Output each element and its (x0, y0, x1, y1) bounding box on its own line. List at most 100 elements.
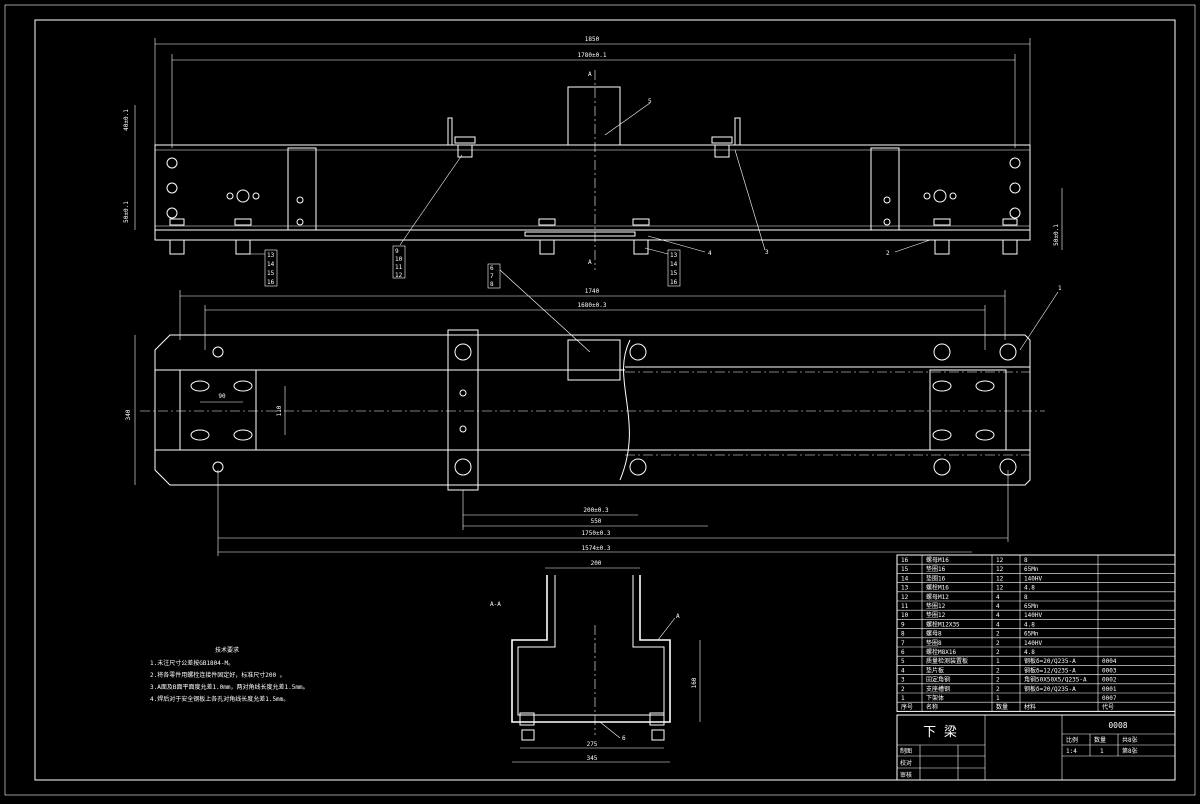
dim-left-v2: 50±0.1 (123, 201, 130, 223)
bom-cell: 垫圈16 (926, 574, 946, 582)
qty-label: 数量 (1094, 736, 1106, 744)
dim-section-top: 200 (591, 560, 602, 567)
bom-cell: 65Mn (1024, 631, 1039, 638)
bom-cell: 65Mn (1024, 603, 1039, 610)
bom-cell: 15 (901, 566, 909, 573)
svg-text:16: 16 (670, 279, 678, 286)
drawn-label: 制图 (900, 747, 912, 755)
dim-plan-holes: 1680±0.3 (578, 302, 607, 309)
callout-2: 2 (886, 250, 890, 257)
bom-cell: 14 (901, 575, 909, 582)
callout-stack-right: 13 14 15 16 (667, 249, 681, 287)
section-label: A-A (490, 601, 501, 608)
bom-cell: 螺母8 (926, 630, 942, 638)
bom-cell: 2 (996, 631, 1000, 638)
bom-cell: 7 (901, 640, 905, 647)
bom-cell: 螺母M12 (926, 593, 949, 601)
section-view-aa: A-A 200 160 275 345 6 A (490, 560, 701, 763)
bom-cell: 0002 (1102, 677, 1117, 684)
bom-cell: 4.8 (1024, 585, 1035, 592)
svg-text:15: 15 (267, 270, 275, 277)
dim-overall-length: 1850 (585, 36, 600, 43)
bom-cell: 4 (996, 594, 1000, 601)
outer-border (4, 4, 1196, 796)
bom-cell: 65Mn (1024, 566, 1039, 573)
bom-cell: 9 (901, 621, 905, 628)
cross-plate (447, 329, 479, 491)
dim-section-outer: 345 (587, 755, 598, 762)
dim-200: 200±0.3 (583, 507, 609, 514)
bom-cell: 固定角钢 (926, 676, 950, 684)
bom-cell: 8 (1024, 594, 1028, 601)
bom-cell: 10 (901, 612, 909, 619)
bom-cell: 2 (901, 686, 905, 693)
callout-stack-left: 9 10 11 12 (392, 245, 406, 279)
bom-cell: 12 (996, 585, 1004, 592)
bom-cell: 2 (996, 649, 1000, 656)
bom-cell: 4 (996, 612, 1000, 619)
bom-cell: 螺母M16 (926, 556, 949, 564)
qty-value: 1 (1100, 748, 1104, 755)
callout-4: 4 (708, 250, 712, 257)
callout-A: A (676, 613, 680, 620)
scale-value: 1:4 (1066, 748, 1077, 755)
bom-header-cell: 代号 (1102, 703, 1114, 711)
bom-cell: 角钢50X50X5/Q235-A (1024, 676, 1087, 684)
bom-cell: 11 (901, 603, 909, 610)
bom-cell: 4 (901, 667, 905, 674)
bom-header-cell: 材料 (1024, 703, 1036, 711)
bom-cell: 12 (996, 575, 1004, 582)
dim-plan-width: 340 (125, 409, 132, 420)
svg-text:12: 12 (395, 272, 403, 279)
front-view: 1850 1780±0.1 A A (123, 36, 1063, 287)
bom-cell: 12 (996, 557, 1004, 564)
dim-section-inner: 275 (587, 741, 598, 748)
bom-cell: 钢板δ=20/Q235-A (1024, 685, 1076, 693)
svg-text:7: 7 (490, 273, 494, 280)
callout-stack-mid: 13 14 15 16 (264, 249, 278, 287)
bom-cell: 12 (901, 594, 909, 601)
tech-notes-title: 技术要求 (215, 646, 239, 654)
svg-text:14: 14 (670, 261, 678, 268)
dim-section-height: 160 (691, 677, 698, 688)
tech-note-3: 3.A面及B面平面度允差1.0mm，两对角线长度允差1.5mm。 (150, 683, 309, 691)
bom-cell: 4 (996, 603, 1000, 610)
bom-cell: 140HV (1024, 612, 1042, 619)
dim-550: 550 (591, 518, 602, 525)
bom-cell: 垫圈8 (926, 639, 942, 647)
plate-item-5 (567, 86, 621, 146)
inner-frame (34, 19, 1176, 781)
bom-header-cell: 数量 (996, 703, 1008, 711)
bom-cell: 垫圈12 (926, 611, 946, 619)
drawing-code: 0008 (1108, 721, 1127, 730)
callout-6: 6 (622, 735, 626, 742)
svg-text:9: 9 (395, 248, 399, 255)
dim-slot-h: 90 (218, 393, 226, 400)
svg-text:13: 13 (670, 252, 678, 259)
bom-cell: 12 (996, 566, 1004, 573)
dim-hole-span: 1780±0.1 (578, 52, 607, 59)
bom-cell: 垫片板 (926, 666, 944, 674)
bom-cell: 0001 (1102, 686, 1117, 693)
section-mark-top: A (588, 71, 592, 78)
dim-slot-v: 110 (276, 405, 283, 416)
bom-cell: 垫圈16 (926, 565, 946, 573)
tech-notes: 技术要求 1.未注尺寸公差按GB1804-M。 2.将各零件用螺栓连接件固定好，… (150, 646, 309, 703)
bom-cell: 1 (901, 695, 905, 702)
bom-cell: 螺栓M8X16 (926, 648, 956, 656)
tech-note-4: 4.焊后对于安全钢板上各孔对角线长度允差1.5mm。 (150, 695, 289, 703)
bom-cell: 16 (901, 557, 909, 564)
svg-text:16: 16 (267, 279, 275, 286)
bom-cell: 质量检测装置板 (926, 657, 968, 665)
svg-text:6: 6 (490, 265, 494, 272)
bom-cell: 垫圈12 (926, 602, 946, 610)
bom-cell: 0004 (1102, 658, 1117, 665)
dim-left-v1: 40±0.1 (123, 109, 130, 131)
bom-cell: 6 (901, 649, 905, 656)
bom-cell: 0003 (1102, 667, 1117, 674)
dim-right-v: 50±0.1 (1053, 224, 1060, 246)
svg-text:13: 13 (267, 252, 275, 259)
dim-1574: 1574±0.3 (582, 545, 611, 552)
